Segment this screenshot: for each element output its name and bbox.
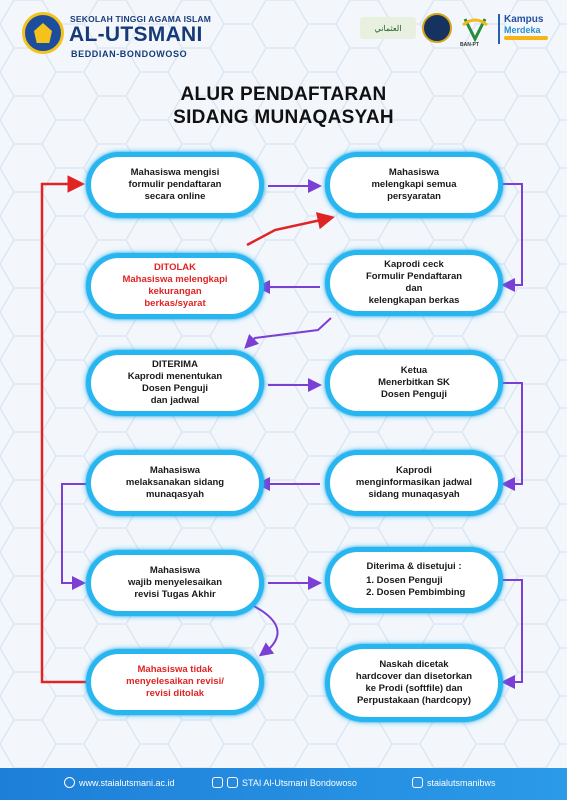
node-approved: Diterima & disetujui : Dosen Penguji Dos… — [325, 547, 503, 613]
node-conduct-session: Mahasiswa melaksanakan sidang munaqasyah — [86, 450, 264, 516]
footer-website[interactable]: www.staialutsmani.ac.id — [64, 777, 175, 788]
title-line1: ALUR PENDAFTARAN — [180, 84, 387, 105]
node-submit-hardcover: Naskah dicetak hardcover dan disetorkan … — [325, 644, 503, 722]
node-complete-requirements: Mahasiswa melengkapi semua persyaratan — [325, 152, 503, 218]
node-accepted: DITERIMA Kaprodi menentukan Dosen Penguj… — [86, 350, 264, 416]
globe-icon — [64, 777, 75, 788]
title-line2: SIDANG MUNAQASYAH — [173, 107, 394, 128]
institution-logo — [22, 12, 64, 54]
node-revision: Mahasiswa wajib menyelesaikan revisi Tug… — [86, 550, 264, 616]
youtube-icon — [227, 777, 238, 788]
instagram-icon — [212, 777, 223, 788]
node-rejected: DITOLAK Mahasiswa melengkapi kekurangan … — [86, 253, 264, 319]
node-fill-form: Mahasiswa mengisi formulir pendaftaran s… — [86, 152, 264, 218]
footer-tiktok[interactable]: staialutsmanibws — [412, 777, 496, 788]
ban-pt-logo — [462, 18, 488, 43]
header: SEKOLAH TINGGI AGAMA ISLAM AL-UTSMANI BE… — [0, 0, 567, 70]
institution-location: BEDDIAN-BONDOWOSO — [71, 49, 188, 59]
node-inform-schedule: Kaprodi menginformasikan jadwal sidang m… — [325, 450, 503, 516]
ban-pt-label: BAN-PT — [460, 42, 479, 48]
footer-social[interactable]: STAI Al-Utsmani Bondowoso — [212, 777, 357, 788]
node-issue-sk: Ketua Menerbitkan SK Dosen Penguji — [325, 350, 503, 416]
approvers-list: Dosen Penguji Dosen Pembimbing — [363, 575, 466, 599]
node-revision-failed: Mahasiswa tidak menyelesaikan revisi/ re… — [86, 649, 264, 715]
kampus-merdeka-line1: Kampus — [504, 14, 544, 25]
kampus-merdeka-logo: Kampus Merdeka — [498, 14, 554, 44]
ministry-seal-logo — [422, 13, 452, 43]
institution-name: AL-UTSMANI — [69, 23, 203, 46]
ministry-calligraphy-logo: العثماني — [360, 17, 416, 39]
footer: www.staialutsmani.ac.id STAI Al-Utsmani … — [0, 768, 567, 800]
tiktok-icon — [412, 777, 423, 788]
kampus-merdeka-line2: Merdeka — [504, 25, 541, 35]
institution-type: SEKOLAH TINGGI AGAMA ISLAM — [70, 14, 212, 24]
node-kaprodi-check: Kaprodi ceck Formulir Pendaftaran dan ke… — [325, 250, 503, 316]
page-title: ALUR PENDAFTARAN SIDANG MUNAQASYAH — [0, 83, 567, 129]
